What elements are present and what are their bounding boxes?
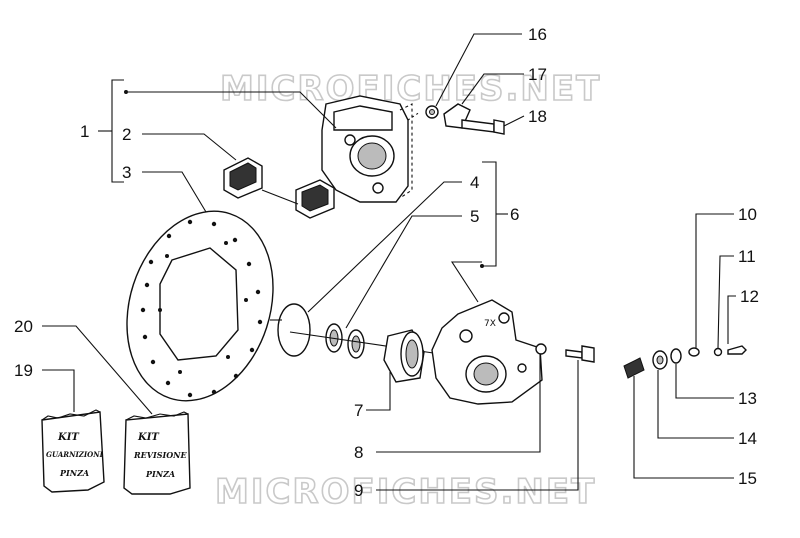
callout-numbers: 1 2 3 4 5 6 7 8 9 10 11 12 13 14 15 16 1… [14,25,759,500]
callout-14: 14 [738,429,757,448]
callout-11: 11 [738,247,756,266]
caliper-assembly [321,95,413,203]
kit-revisione-pinza: KIT REVISIONE PINZA [123,411,191,495]
bleeder-valve-set [623,345,747,379]
watermark-bottom: MICROFICHES.NET [215,472,596,512]
callout-4: 4 [470,173,479,192]
brake-pads [223,157,335,219]
kit20-line2: REVISIONE [133,450,187,460]
watermark-top: MICROFICHES.NET [220,69,601,109]
callout-12: 12 [740,287,759,306]
kit20-line3: PINZA [145,469,175,479]
callout-16: 16 [528,25,547,44]
callout-13: 13 [738,389,757,408]
kit20-line1: KIT [137,432,160,443]
kit-guarnizioni-pinza: KIT GUARNIZIONI PINZA [41,409,105,493]
leader-lines [42,33,736,491]
callout-8: 8 [354,443,363,462]
callout-2: 2 [122,125,131,144]
callout-19: 19 [14,361,33,380]
bolt-washer-set-upper [425,103,505,135]
seal-ring [270,303,311,357]
callout-7: 7 [354,401,363,420]
callout-17: 17 [528,65,547,84]
callout-18: 18 [528,107,547,126]
brake-disc [126,210,274,402]
callout-3: 3 [122,163,131,182]
callout-9: 9 [354,481,363,500]
callout-5: 5 [470,207,479,226]
caliper-body-lower: 7X [431,299,543,405]
roller-bearings [289,323,441,359]
kit19-line3: PINZA [59,468,89,478]
kit19-line1: KIT [57,432,80,443]
callout-20: 20 [14,317,33,336]
callout-6: 6 [510,205,519,224]
svg-text:7X: 7X [484,319,496,329]
bolt-washer-set-lower [535,343,595,363]
callout-10: 10 [738,205,757,224]
bearing-bush [383,329,425,383]
callout-15: 15 [738,469,757,488]
callout-1: 1 [80,122,89,141]
kit19-line2: GUARNIZIONI [46,450,104,459]
